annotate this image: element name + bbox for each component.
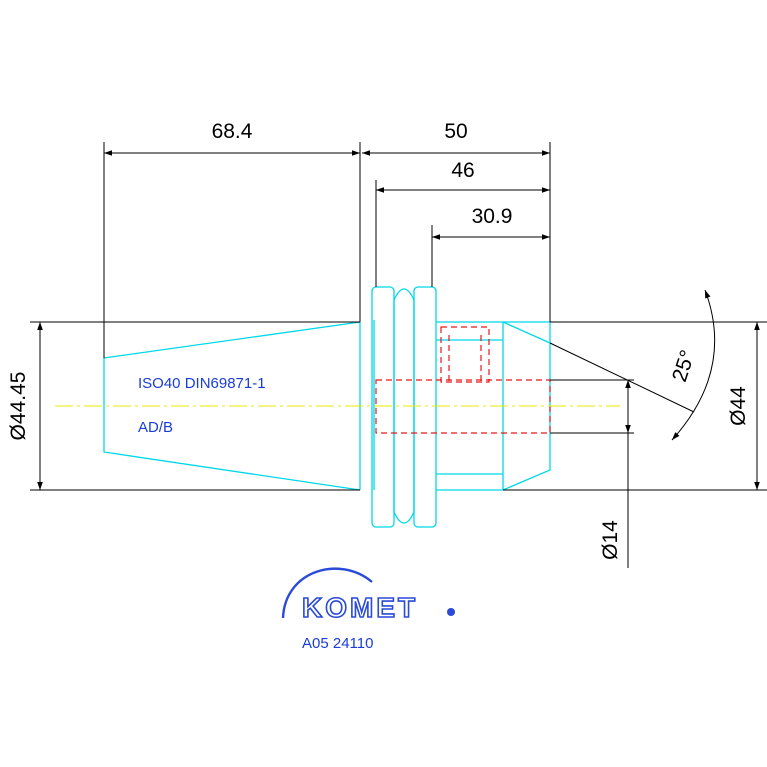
logo-brand: KOMET — [302, 592, 418, 623]
dim-dia-44: Ø44 — [727, 386, 750, 426]
dim-46: 46 — [451, 159, 474, 182]
part-outline — [103, 286, 551, 528]
dimension-lines — [30, 142, 767, 568]
dim-dia-14: Ø14 — [599, 520, 622, 560]
dim-angle-25: 25° — [668, 347, 700, 384]
komet-logo: KOMET — [281, 567, 455, 624]
logo-registered-circle — [447, 608, 455, 616]
standard-label: ISO40 DIN69871-1 — [138, 375, 266, 392]
form-label: AD/B — [138, 419, 173, 436]
hidden-lines — [375, 326, 551, 434]
flange-right-ring — [413, 286, 437, 528]
dim-68-4: 68.4 — [212, 120, 253, 143]
dim-30-9: 30.9 — [472, 205, 513, 228]
dim-arc-angle — [671, 289, 716, 441]
article-code: A05 24110 — [302, 635, 373, 652]
taper-shank — [103, 321, 361, 491]
dim-dia-44-45: Ø44.45 — [7, 372, 30, 441]
set-screw-hole — [440, 326, 490, 383]
dim-50: 50 — [444, 120, 467, 143]
logo-arc — [281, 567, 373, 619]
flange-left-ring — [371, 286, 395, 528]
tool-body — [436, 321, 551, 491]
